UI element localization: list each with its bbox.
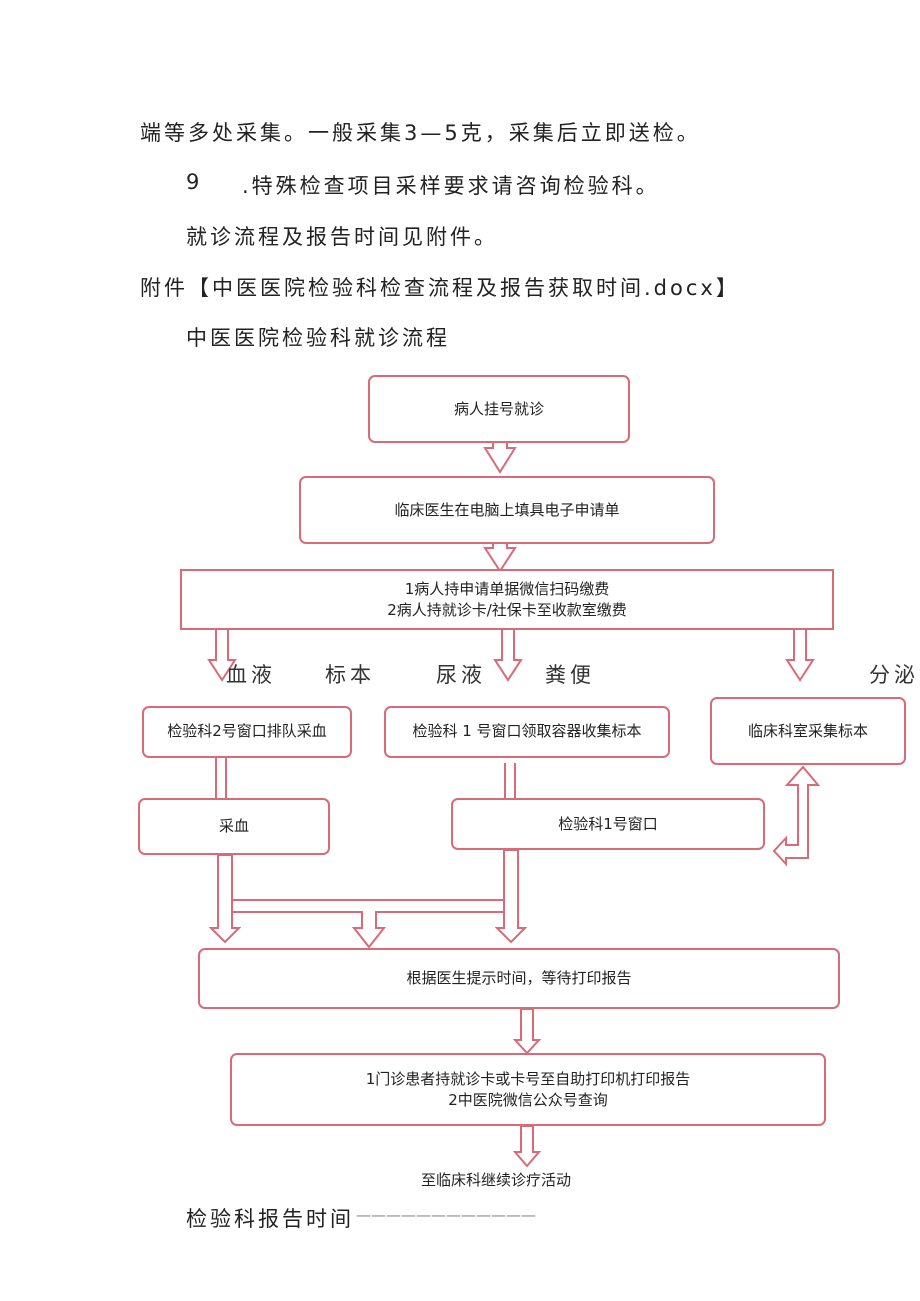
clinic-collect-box: 临床科室采集标本 <box>710 697 906 765</box>
container-collect-label: 检验科 1 号窗口领取容器收集标本 <box>412 722 642 740</box>
step-register-label: 病人挂号就诊 <box>453 399 544 418</box>
report-time-dashes: ———————————— <box>356 1206 536 1224</box>
paragraph-line-2: .特殊检查项目采样要求请咨询检验科。 <box>242 174 660 198</box>
arrow-draw-to-wait <box>208 854 242 944</box>
category-urine: 尿液 <box>436 663 486 687</box>
flowchart-heading: 中医医院检验科就诊流程 <box>186 326 450 350</box>
blood-queue-label: 检验科2号窗口排队采血 <box>167 722 327 740</box>
wait-report-box: 根据医生提示时间，等待打印报告 <box>198 948 840 1009</box>
blood-draw-box: 采血 <box>138 798 330 855</box>
container-collect-box: 检验科 1 号窗口领取容器收集标本 <box>384 706 670 758</box>
step-payment-box: 1病人持申请单据微信扫码缴费 2病人持就诊卡/社保卡至收款室缴费 <box>180 569 834 630</box>
window1-label: 检验科1号窗口 <box>558 814 658 833</box>
merge-connector <box>232 899 504 949</box>
attachment-line: 附件【中医医院检验科检查流程及报告获取时间.docx】 <box>140 276 740 300</box>
step-payment-line-2: 2病人持就诊卡/社保卡至收款室缴费 <box>387 600 627 619</box>
step-application-box: 临床医生在电脑上填具电子申请单 <box>299 476 715 544</box>
window1-box: 检验科1号窗口 <box>451 798 765 850</box>
step-application-label: 临床医生在电脑上填具电子申请单 <box>394 500 620 519</box>
category-stool: 粪便 <box>545 663 595 687</box>
paragraph-number-9: 9 <box>186 170 203 194</box>
arrow-clinic-bent <box>772 765 821 867</box>
category-sample: 标本 <box>325 663 375 687</box>
print-report-line-1: 1门诊患者持就诊卡或卡号至自助打印机打印报告 <box>365 1069 691 1088</box>
line-blood-queue-to-draw <box>215 757 227 798</box>
step-payment-line-1: 1病人持申请单据微信扫码缴费 <box>404 579 610 598</box>
arrow-window1-to-wait <box>494 849 528 944</box>
paragraph-line-1: 端等多处采集。一般采集3—5克，采集后立即送检。 <box>140 121 701 145</box>
print-report-box: 1门诊患者持就诊卡或卡号至自助打印机打印报告 2中医院微信公众号查询 <box>230 1053 826 1126</box>
report-time-heading: 检验科报告时间 <box>186 1207 354 1231</box>
blood-queue-box: 检验科2号窗口排队采血 <box>142 706 352 758</box>
step-register-box: 病人挂号就诊 <box>368 375 630 443</box>
wait-report-label: 根据医生提示时间，等待打印报告 <box>406 969 632 987</box>
print-report-line-2: 2中医院微信公众号查询 <box>448 1090 608 1109</box>
paragraph-line-3: 就诊流程及报告时间见附件。 <box>186 225 498 249</box>
category-secretion: 分泌 <box>869 663 919 687</box>
blood-draw-label: 采血 <box>218 817 249 835</box>
arrow-print-to-end <box>512 1125 542 1168</box>
category-blood: 血液 <box>226 663 276 687</box>
line-container-to-window1 <box>504 763 516 798</box>
clinic-collect-label: 临床科室采集标本 <box>747 721 868 740</box>
arrow-wait-to-print <box>512 1008 542 1055</box>
end-step-text: 至临床科继续诊疗活动 <box>421 1171 572 1189</box>
